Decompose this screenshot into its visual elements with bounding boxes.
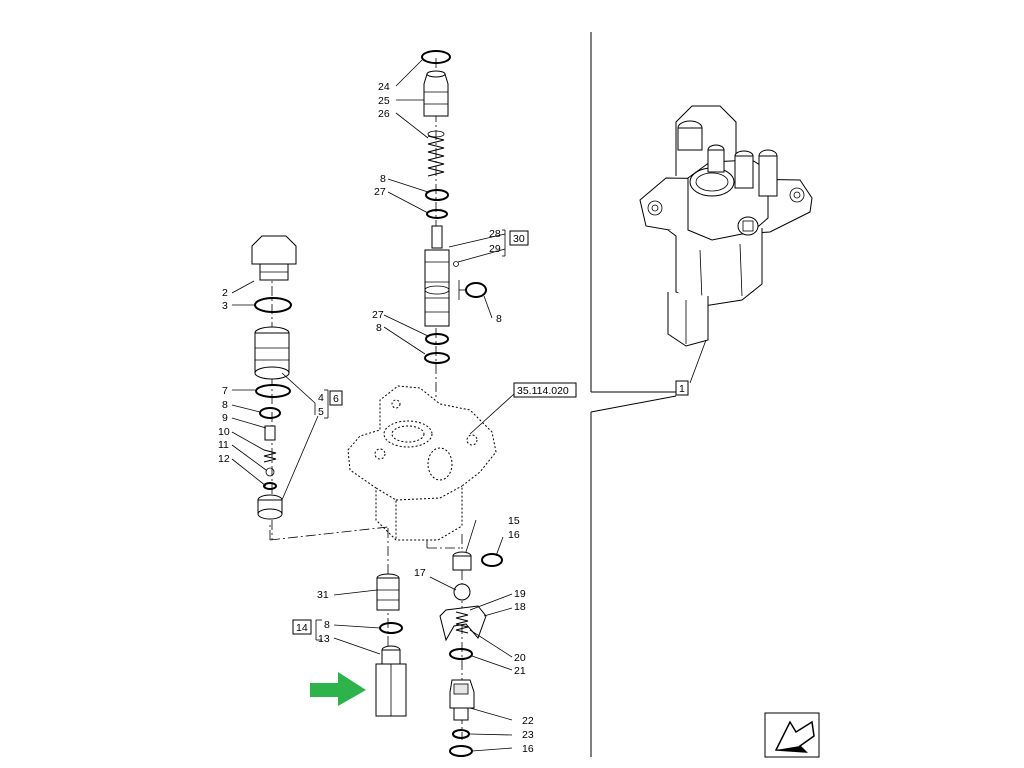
callout-35114020: 35.114.020 xyxy=(517,385,569,397)
main-housing xyxy=(347,385,497,541)
callout-box-35114020 xyxy=(513,382,577,398)
callout-16: 16 xyxy=(522,743,534,755)
lower-parts xyxy=(375,551,503,757)
callout-10: 10 xyxy=(218,426,230,438)
callout-30: 30 xyxy=(513,233,525,245)
callout-8: 8 xyxy=(324,619,330,631)
green-arrow-icon xyxy=(310,672,366,706)
callout-8: 8 xyxy=(376,322,382,334)
callout-3: 3 xyxy=(222,300,228,312)
callout-23: 23 xyxy=(522,729,534,741)
callout-9: 9 xyxy=(222,412,228,424)
callout-8: 8 xyxy=(222,399,228,411)
callout-box-14 xyxy=(292,619,312,635)
callout-6: 6 xyxy=(333,393,339,405)
callout-21: 21 xyxy=(514,665,526,677)
callout-1: 1 xyxy=(679,383,685,395)
callout-15: 15 xyxy=(508,515,520,527)
callout-22: 22 xyxy=(522,715,534,727)
callout-19: 19 xyxy=(514,588,526,600)
callout-25: 25 xyxy=(378,95,390,107)
callout-26: 26 xyxy=(378,108,390,120)
callout-14: 14 xyxy=(296,622,308,634)
callout-12: 12 xyxy=(218,453,230,465)
callout-18: 18 xyxy=(514,601,526,613)
leader-1 xyxy=(689,339,707,384)
callout-29: 29 xyxy=(489,243,501,255)
dashed-connectors xyxy=(269,524,462,549)
callout-8: 8 xyxy=(496,313,502,325)
callout-27: 27 xyxy=(372,309,384,321)
callout-11: 11 xyxy=(218,439,229,451)
callout-27: 27 xyxy=(374,186,386,198)
callout-17: 17 xyxy=(414,567,426,579)
left-stack-parts xyxy=(251,235,297,520)
navigation-arrow-icon[interactable] xyxy=(764,712,820,758)
callout-box-30 xyxy=(509,230,529,246)
callout-2: 2 xyxy=(222,287,228,299)
stack-parts xyxy=(421,50,487,364)
callout-20: 20 xyxy=(514,652,526,664)
callout-7: 7 xyxy=(222,385,228,397)
callout-box-1 xyxy=(675,380,689,396)
panel-divider xyxy=(590,32,677,757)
callout-5: 5 xyxy=(318,406,324,418)
callout-4: 4 xyxy=(318,392,324,404)
callout-28: 28 xyxy=(489,228,501,240)
callout-31: 31 xyxy=(317,589,329,601)
assembled-pump-illustration xyxy=(639,105,813,347)
callout-24: 24 xyxy=(378,81,390,93)
leader-35 xyxy=(469,393,515,435)
callout-box-6 xyxy=(329,390,343,406)
callout-8: 8 xyxy=(380,173,386,185)
leader-lines xyxy=(231,59,513,752)
callout-16: 16 xyxy=(508,529,520,541)
callout-13: 13 xyxy=(318,633,330,645)
centerlines xyxy=(271,58,463,740)
callout-labels: 24 25 26 8 27 28 29 30 8 27 8 35.114.020… xyxy=(218,81,685,755)
